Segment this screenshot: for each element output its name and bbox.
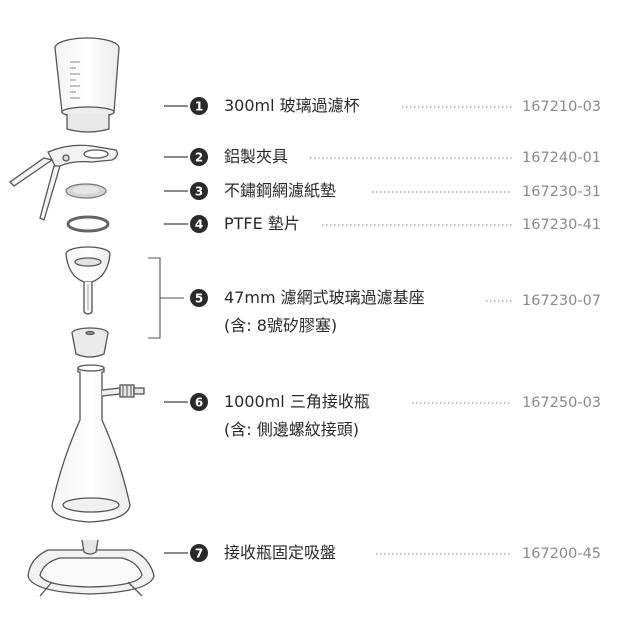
number-badges: 1 2 3 4 5 6 7 xyxy=(190,97,208,562)
dotted-leaders xyxy=(310,106,512,555)
badge-7: 7 xyxy=(190,544,208,562)
svg-text:7: 7 xyxy=(195,547,203,561)
part-6-code: 167250-03 xyxy=(522,395,602,411)
aluminum-clamp-illustration xyxy=(8,144,118,221)
svg-text:2: 2 xyxy=(195,151,203,165)
part-5-name: 47mm 濾網式玻璃過濾基座 xyxy=(224,288,425,307)
erlenmeyer-flask-illustration xyxy=(51,364,145,523)
badge-6: 6 xyxy=(190,393,208,411)
badge-5: 5 xyxy=(190,289,208,307)
badge-4: 4 xyxy=(190,215,208,233)
stainless-mesh-disc-illustration xyxy=(65,183,107,199)
ptfe-gasket-illustration xyxy=(66,215,110,233)
badge-3: 3 xyxy=(190,182,208,200)
part-1-code: 167210-03 xyxy=(522,99,602,115)
glass-filter-cup-illustration xyxy=(54,37,120,133)
part-7-code: 167200-45 xyxy=(522,546,602,562)
svg-text:4: 4 xyxy=(195,218,203,232)
svg-text:6: 6 xyxy=(195,396,203,410)
svg-text:3: 3 xyxy=(195,185,203,199)
svg-text:1: 1 xyxy=(195,100,203,114)
part-4-code: 167230-41 xyxy=(522,217,602,233)
part-4-name: PTFE 墊片 xyxy=(224,214,300,233)
suction-base-illustration xyxy=(27,539,155,597)
part-5-code: 167230-07 xyxy=(522,293,602,309)
part-3-code: 167230-31 xyxy=(522,184,602,200)
part-1-name: 300ml 玻璃過濾杯 xyxy=(224,96,360,115)
filter-base-illustration xyxy=(65,246,111,315)
part-6-note: (含: 側邊螺紋接頭) xyxy=(224,420,359,439)
silicone-stopper-illustration xyxy=(71,327,109,358)
group-bracket xyxy=(148,257,184,339)
part-2-name: 鋁製夾具 xyxy=(224,147,289,166)
part-7-name: 接收瓶固定吸盤 xyxy=(224,543,337,562)
badge-1: 1 xyxy=(190,97,208,115)
svg-text:5: 5 xyxy=(195,292,203,306)
part-2-code: 167240-01 xyxy=(522,150,602,166)
badge-2: 2 xyxy=(190,148,208,166)
leader-lines xyxy=(164,105,188,554)
part-5-note: (含: 8號矽膠塞) xyxy=(224,316,338,335)
part-3-name: 不鏽鋼網濾紙墊 xyxy=(224,181,337,200)
part-6-name: 1000ml 三角接收瓶 xyxy=(224,392,370,411)
